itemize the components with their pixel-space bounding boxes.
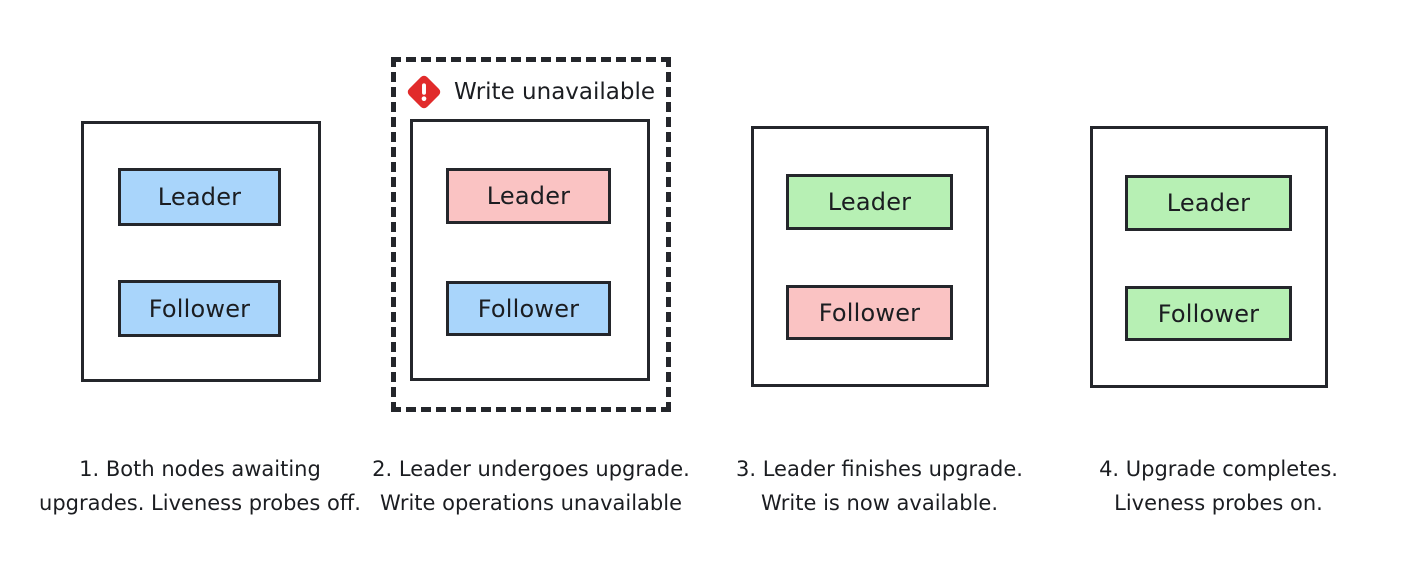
step-2-node-group (410, 119, 650, 381)
node-label: Leader (1166, 189, 1251, 217)
step-4-caption: 4. Upgrade completes. Liveness probes on… (1050, 452, 1387, 520)
step-4-node-group (1090, 126, 1328, 388)
node-label: Follower (477, 294, 580, 323)
step-2-follower-node: Follower (446, 281, 611, 336)
caption-line-1: 2. Leader undergoes upgrade. (372, 457, 690, 481)
step-3-leader-node: Leader (786, 174, 953, 230)
step-3-caption: 3. Leader finishes upgrade. Write is now… (712, 452, 1047, 520)
step-2-caption: 2. Leader undergoes upgrade. Write opera… (356, 452, 706, 520)
caption-line-2: Liveness probes on. (1114, 491, 1323, 515)
warning-diamond-icon (407, 75, 441, 109)
node-label: Follower (818, 298, 921, 327)
step-4-follower-node: Follower (1125, 286, 1292, 341)
step-3-follower-node: Follower (786, 285, 953, 340)
caption-line-2: upgrades. Liveness probes off. (39, 491, 361, 515)
caption-line-1: 3. Leader finishes upgrade. (736, 457, 1023, 481)
node-label: Leader (827, 188, 912, 216)
step-1-node-group (81, 121, 321, 382)
step-3-node-group (751, 126, 989, 387)
step-1-leader-node: Leader (118, 168, 281, 226)
caption-line-2: Write is now available. (760, 491, 999, 515)
node-label: Follower (1157, 299, 1260, 328)
node-label: Leader (157, 183, 242, 211)
step-2-leader-node: Leader (446, 168, 611, 224)
step-1-caption: 1. Both nodes awaiting upgrades. Livenes… (0, 452, 400, 520)
node-label: Follower (148, 294, 251, 323)
caption-line-1: 4. Upgrade completes. (1099, 457, 1338, 481)
caption-line-2: Write operations unavailable (380, 491, 682, 515)
node-label: Leader (486, 182, 571, 210)
step-1-follower-node: Follower (118, 280, 281, 337)
step-2-write-unavailable-region (391, 57, 671, 412)
caption-line-1: 1. Both nodes awaiting (79, 457, 321, 481)
alert-label: Write unavailable (454, 78, 656, 105)
step-4-leader-node: Leader (1125, 175, 1292, 231)
step-2-alert-banner: Write unavailable (406, 74, 655, 110)
